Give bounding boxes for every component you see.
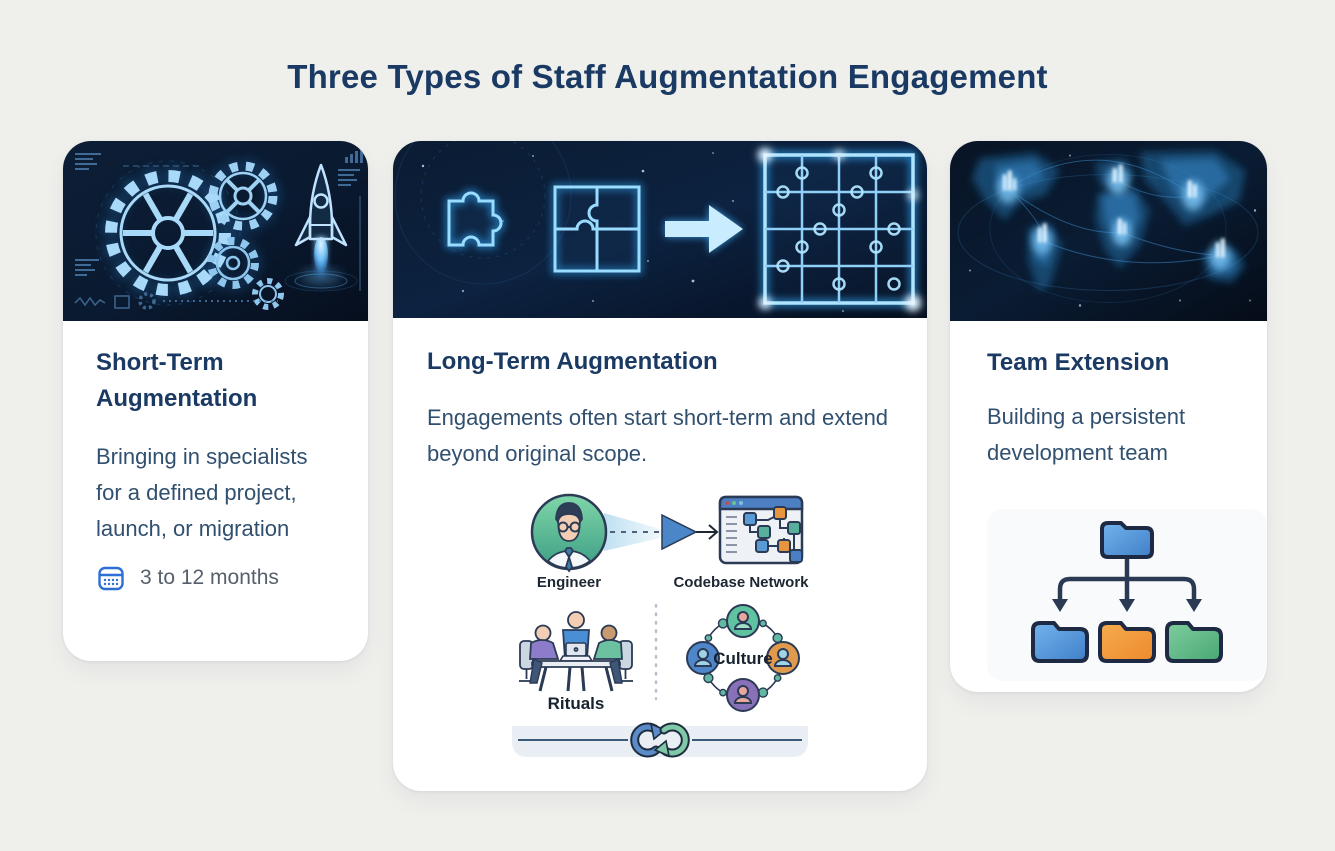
child-folder-blue-icon (1031, 621, 1089, 663)
team-hierarchy-illustration (987, 509, 1267, 681)
card-description: Engagements often start short-term and e… (427, 405, 889, 466)
blueprint-rocket-gears-image (63, 141, 368, 321)
child-folder-orange-icon (1098, 621, 1156, 663)
codebase-network-icon (718, 495, 804, 565)
child-folder-green-icon (1165, 621, 1223, 663)
page-title: Three Types of Staff Augmentation Engage… (287, 58, 1048, 95)
rituals-label: Rituals (548, 694, 605, 713)
culture-circle-icon: Culture (686, 604, 800, 712)
card-title: Team Extension (987, 349, 1170, 376)
long-term-illustration: Engineer Codebase Network (512, 493, 809, 758)
card-description: Bringing in specialists for a defined pr… (96, 444, 308, 541)
calendar-icon (96, 563, 126, 593)
duration-row: 3 to 12 months (96, 563, 335, 593)
rituals-meeting-icon (519, 611, 633, 692)
engineer-label: Engineer (537, 574, 601, 591)
culture-label: Culture (713, 649, 773, 668)
folder-tree-icon (1031, 521, 1223, 663)
global-network-map-image (950, 141, 1267, 321)
card-title: Short-Term Augmentation (96, 349, 258, 412)
codebase-network-label: Codebase Network (673, 574, 809, 591)
parent-folder-icon (1100, 521, 1154, 559)
card-short-term-augmentation: Short-Term Augmentation Bringing in spec… (63, 141, 368, 661)
card-long-term-augmentation: Long-Term Augmentation Engagements often… (393, 141, 927, 791)
continuous-loop-bar (512, 722, 808, 758)
infinity-loop-icon (630, 722, 690, 758)
card-description: Building a persistent development team (987, 404, 1186, 465)
card-team-extension: Team Extension Building a persistent dev… (950, 141, 1267, 692)
card-title: Long-Term Augmentation (427, 348, 718, 375)
duration-text: 3 to 12 months (140, 566, 279, 589)
puzzle-assembly-image (393, 141, 927, 318)
engineer-avatar-icon (530, 493, 678, 573)
